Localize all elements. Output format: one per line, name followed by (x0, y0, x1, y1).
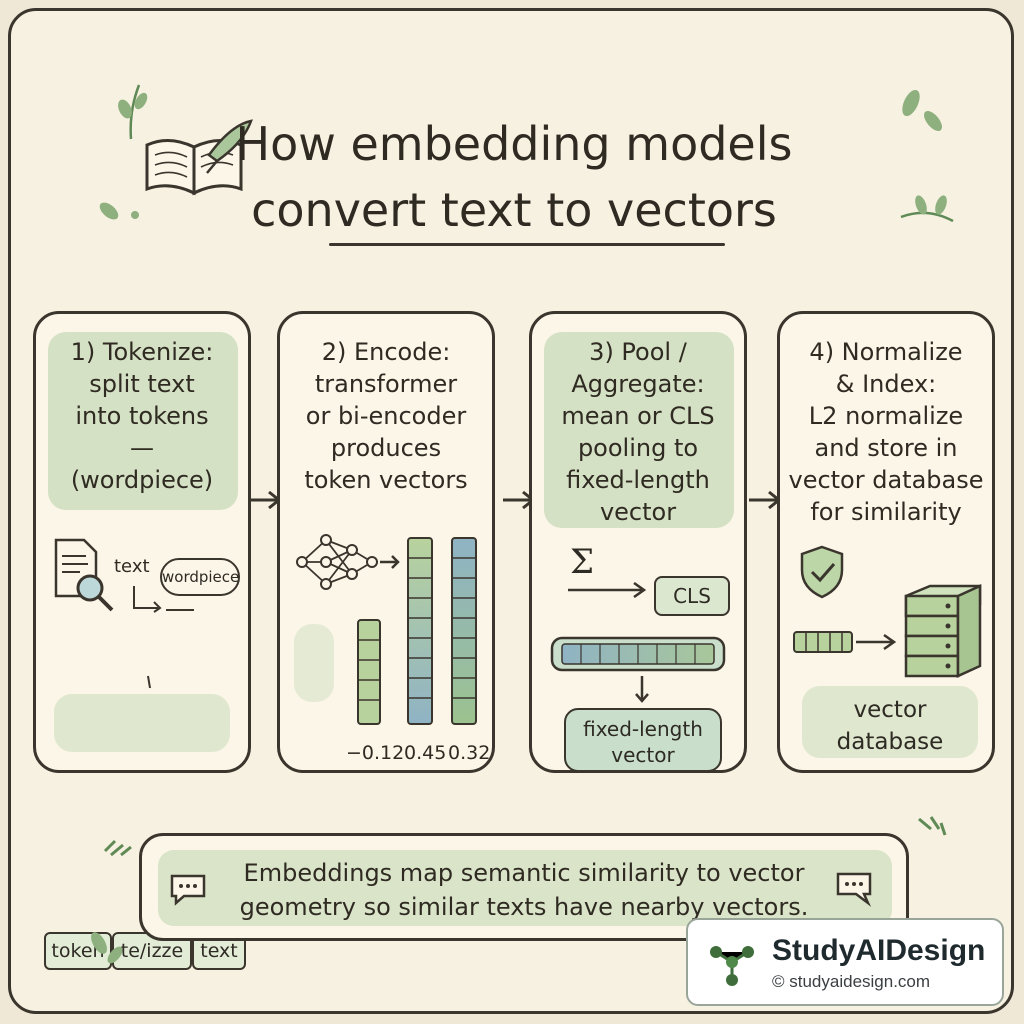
note-line: Embeddings map semantic similarity to ve… (243, 859, 805, 887)
heading-line: mean or CLS (561, 402, 715, 430)
shield-check-icon (800, 545, 844, 599)
open-book-icon (145, 119, 253, 196)
leaf-sprig-icon (99, 202, 139, 220)
wordpiece-bubble: wordpiece (160, 558, 240, 596)
leaf-sprig-icon (103, 839, 132, 857)
pooled-vector-bar (550, 636, 726, 672)
molecule-logo-icon (710, 946, 754, 986)
heading-line: — (130, 434, 154, 462)
title-underline (329, 243, 725, 246)
step-tokenize: 1) Tokenize: split text into tokens — (w… (33, 311, 251, 970)
vector-database-label: vector database (802, 694, 978, 758)
vector-value: 0.32 (448, 742, 491, 764)
heading-line: 2) Encode: (321, 338, 451, 366)
speech-bubble-icon (836, 872, 872, 907)
title-area: How embedding models convert text to vec… (11, 11, 1011, 271)
vector-value: 0.45 (404, 742, 447, 764)
title-line-1: How embedding models (235, 117, 793, 171)
faint-wash (294, 624, 334, 702)
heading-line: vector (599, 498, 677, 526)
step-heading: 4) Normalize & Index: L2 normalize and s… (780, 336, 992, 528)
heading-line: transformer (314, 370, 458, 398)
heading-line: produces (330, 434, 442, 462)
step-heading: 1) Tokenize: split text into tokens — (w… (36, 336, 248, 496)
heading-line: for similarity (810, 498, 962, 526)
heading-line: vector database (788, 466, 984, 494)
heading-line: 1) Tokenize: (70, 338, 214, 366)
brand-badge[interactable]: StudyAIDesign © studyaidesign.com (686, 918, 1004, 1006)
heading-wash (48, 332, 238, 510)
step-pool: 3) Pool / Aggregate: mean or CLS pooling… (529, 311, 747, 773)
heading-line: into tokens (75, 402, 209, 430)
leaf-sprig-icon (902, 89, 942, 131)
db-label-wash (802, 686, 978, 758)
fixed-length-vector-box: fixed-length vector (564, 708, 722, 772)
sum-arrow-icon (568, 581, 647, 599)
db-label-line: database (836, 729, 944, 755)
down-tick-icon (147, 675, 151, 689)
vector-to-db-arrow (793, 631, 897, 653)
box-line: fixed-length (583, 717, 703, 741)
token-vector-bar (407, 537, 433, 725)
text-label: text (114, 556, 150, 577)
cls-box: CLS (654, 576, 730, 616)
heading-line: pooling to (577, 434, 699, 462)
heading-line: fixed-length (566, 466, 710, 494)
leaf-sprig-icon (900, 195, 954, 223)
document-search-icon (54, 538, 114, 612)
heading-line: (wordpiece) (70, 466, 214, 494)
heading-line: Aggregate: (571, 370, 705, 398)
token-vector-bar (357, 619, 381, 725)
note-text: Embeddings map semantic similarity to ve… (142, 856, 906, 924)
token-vector-bar (451, 537, 477, 725)
down-arrow-icon (635, 676, 649, 703)
title-line-2: convert text to vectors (251, 183, 777, 237)
sigma-symbol: Σ (570, 542, 595, 582)
note-wash (158, 850, 892, 926)
output-wash (54, 694, 230, 752)
brand-url: © studyaidesign.com (772, 972, 931, 991)
summary-note: Embeddings map semantic similarity to ve… (139, 833, 909, 941)
heading-line: split text (89, 370, 195, 398)
heading-wash (544, 332, 734, 528)
db-label-line: vector (853, 697, 927, 723)
server-stack-icon (904, 584, 982, 678)
heading-line: 4) Normalize (809, 338, 963, 366)
step-heading: 3) Pool / Aggregate: mean or CLS pooling… (532, 336, 744, 528)
step-heading: 2) Encode: transformer or bi-encoder pro… (280, 336, 492, 496)
heading-line: and store in (814, 434, 958, 462)
vector-value: −0.12 (346, 742, 405, 764)
heading-line: & Index: (835, 370, 937, 398)
brand-name: StudyAIDesign (772, 934, 986, 967)
split-arrow-icon (133, 586, 194, 613)
leaf-sprig-icon (91, 932, 123, 964)
page-title: How embedding models convert text to vec… (11, 111, 1011, 243)
heading-line: 3) Pool / (589, 338, 687, 366)
step-encode: 2) Encode: transformer or bi-encoder pro… (277, 311, 495, 773)
leaf-sprig-icon (118, 84, 148, 140)
heading-line: token vectors (304, 466, 468, 494)
step-normalize: 4) Normalize & Index: L2 normalize and s… (777, 311, 995, 773)
leaf-sprig-icon (918, 816, 947, 836)
infographic-frame: How embedding models convert text to vec… (8, 8, 1014, 1014)
speech-bubble-icon (170, 874, 206, 906)
note-line: geometry so similar texts have nearby ve… (239, 893, 809, 921)
box-line: vector (611, 743, 675, 767)
heading-line: L2 normalize (808, 402, 964, 430)
heading-line: or bi-encoder (305, 402, 467, 430)
neural-network-icon (296, 534, 400, 590)
